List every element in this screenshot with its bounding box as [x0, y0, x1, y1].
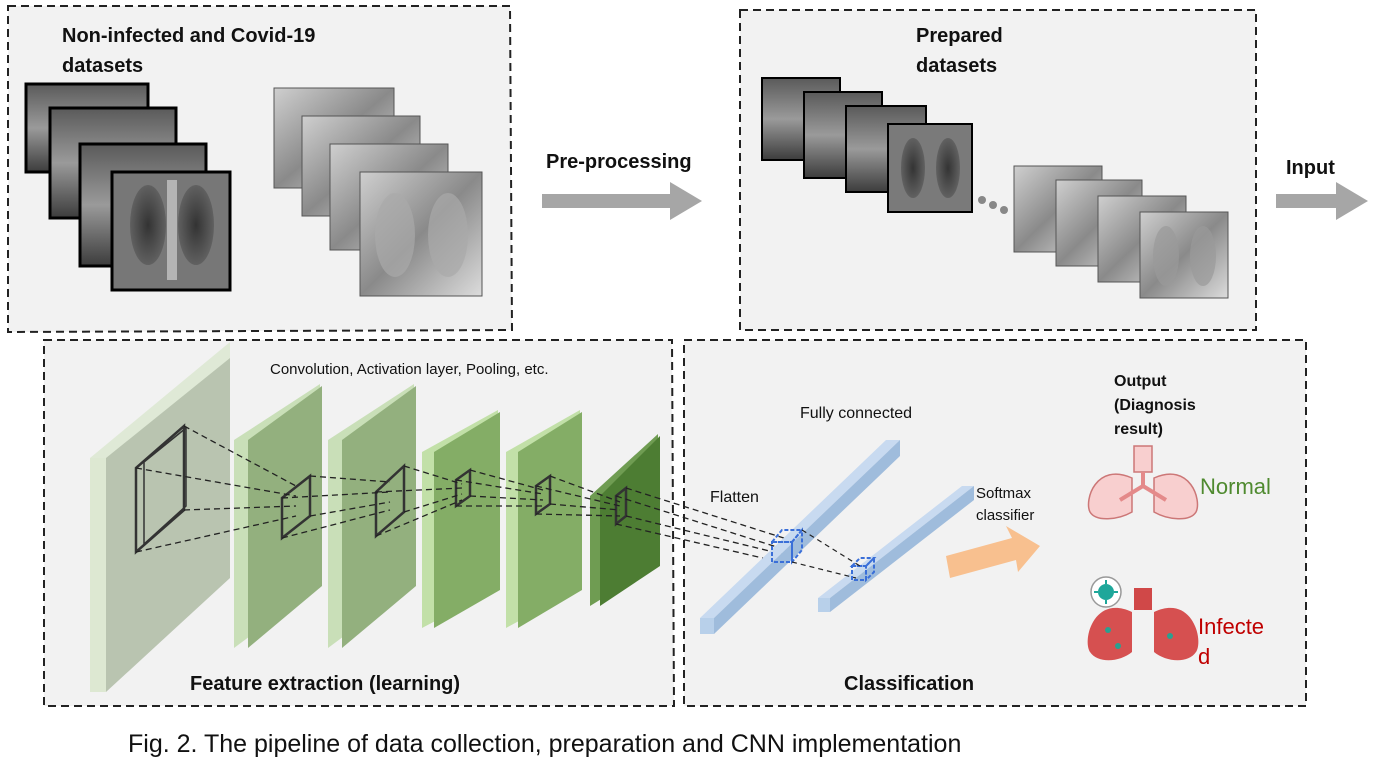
flatten-label: Flatten	[710, 489, 759, 506]
classification-caption: Classification	[844, 673, 974, 695]
preprocessing-label: Pre-processing	[546, 151, 692, 173]
infected-result-line1: Infecte	[1198, 614, 1264, 639]
feature-extraction-caption: Feature extraction (learning)	[190, 673, 460, 695]
xray-stack-prepared-covid	[1013, 165, 1229, 299]
output-label-line3: result)	[1114, 421, 1163, 438]
softmax-label-line1: Softmax	[976, 485, 1032, 502]
conv-layer-3	[422, 410, 500, 628]
output-label-line1: Output	[1114, 373, 1167, 390]
datasets-title-line2: datasets	[62, 55, 143, 77]
prepared-title-line1: Prepared	[916, 25, 1003, 47]
figure-caption: Fig. 2. The pipeline of data collection,…	[128, 730, 961, 758]
healthy-lungs-icon	[1087, 445, 1199, 520]
conv-layer-1	[234, 384, 322, 648]
cnn-layers	[90, 342, 791, 692]
conv-layer-2	[328, 384, 416, 648]
virus-icon	[1090, 576, 1122, 608]
fully-connected-label: Fully connected	[800, 405, 912, 422]
kernel-connections	[135, 425, 791, 563]
xray-stack-non-infected	[24, 82, 232, 292]
ellipsis-dots	[978, 196, 1008, 214]
conv-layer-4	[506, 410, 582, 628]
output-label-line2: (Diagnosis	[1114, 397, 1196, 414]
preprocessing-arrow	[542, 182, 702, 220]
normal-result: Normal	[1200, 474, 1271, 499]
softmax-label-line2: classifier	[976, 507, 1034, 524]
conv-layer-5	[590, 434, 660, 606]
infected-result-line2: d	[1198, 644, 1210, 669]
input-arrow	[1276, 182, 1368, 220]
fc-connections	[791, 529, 861, 579]
input-label: Input	[1286, 157, 1335, 179]
panel-classification	[683, 339, 1307, 707]
softmax-arrow	[946, 526, 1040, 578]
prepared-title-line2: datasets	[916, 55, 997, 77]
xray-stack-prepared-normal	[761, 77, 973, 213]
infected-lungs-icon	[1087, 588, 1199, 661]
xray-stack-covid	[273, 87, 483, 297]
layers-note: Convolution, Activation layer, Pooling, …	[270, 361, 549, 378]
datasets-title-line1: Non-infected and Covid-19	[62, 25, 315, 47]
